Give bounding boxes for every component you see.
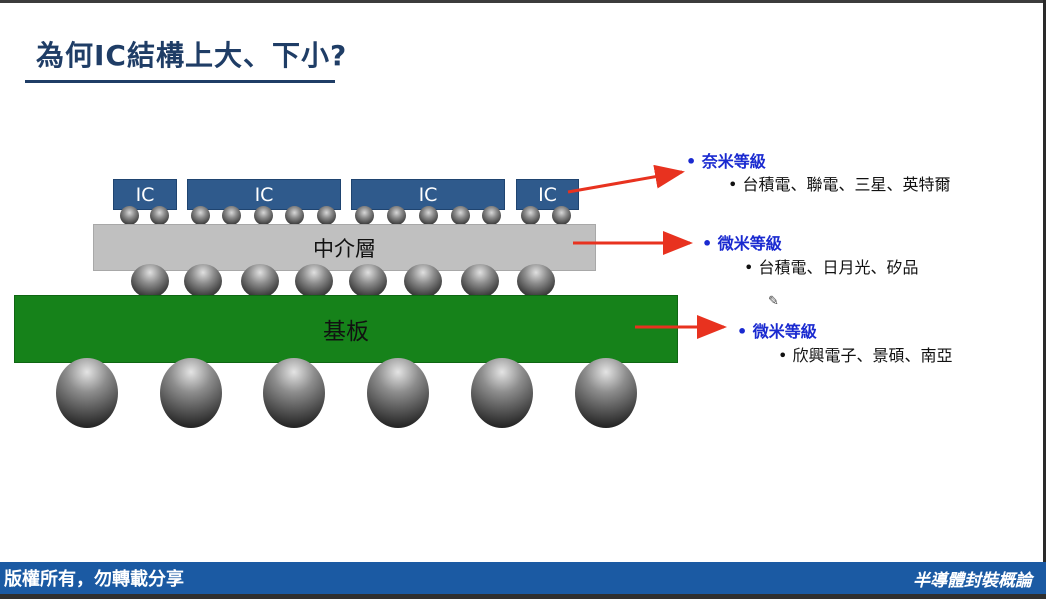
c4-bump <box>517 264 555 298</box>
micro-bump <box>387 206 406 225</box>
c4-bump <box>295 264 333 298</box>
bga-ball <box>263 358 325 428</box>
micro-bump <box>222 206 241 225</box>
micro-bump <box>191 206 210 225</box>
window-bottom-border <box>0 594 1046 599</box>
ic-chip-4: IC <box>516 179 579 210</box>
window-top-border <box>0 0 1046 3</box>
footer-copyright: 版權所有，勿轉載分享 <box>4 569 184 590</box>
substrate-label: 基板 <box>323 319 369 345</box>
bga-ball <box>471 358 533 428</box>
companies-nano: • 台積電、聯電、三星、英特爾 <box>728 175 951 194</box>
bga-ball <box>56 358 118 428</box>
bga-ball <box>160 358 222 428</box>
c4-bump <box>131 264 169 298</box>
micro-bump <box>521 206 540 225</box>
c4-bump <box>404 264 442 298</box>
pencil-cursor-icon: ✎ <box>768 294 779 309</box>
footer-course-title: 半導體封裝概論 <box>913 570 1032 591</box>
substrate-layer: 基板 <box>14 295 678 363</box>
bga-ball <box>367 358 429 428</box>
level-label-micro-interposer: • 微米等級 <box>702 234 782 253</box>
interposer-layer: 中介層 <box>93 224 596 271</box>
companies-micro-substrate: • 欣興電子、景碩、南亞 <box>778 346 953 365</box>
bga-ball <box>575 358 637 428</box>
c4-bump <box>349 264 387 298</box>
micro-bump <box>419 206 438 225</box>
micro-bump <box>150 206 169 225</box>
c4-bump <box>241 264 279 298</box>
micro-bump <box>285 206 304 225</box>
micro-bump <box>254 206 273 225</box>
ic-chip-1: IC <box>113 179 177 210</box>
arrow-ic-to-nano <box>567 164 685 194</box>
micro-bump <box>482 206 501 225</box>
micro-bump <box>317 206 336 225</box>
micro-bump <box>120 206 139 225</box>
interposer-label: 中介層 <box>313 236 376 261</box>
level-label-micro-substrate: • 微米等級 <box>737 322 817 341</box>
ic-chip-2: IC <box>187 179 341 210</box>
micro-bump <box>451 206 470 225</box>
window-right-border <box>1043 0 1046 599</box>
title-underline <box>25 80 335 83</box>
footer-bar: 版權所有，勿轉載分享 半導體封裝概論 <box>0 562 1046 594</box>
level-label-nano: • 奈米等級 <box>686 152 766 171</box>
companies-micro-interposer: • 台積電、日月光、矽品 <box>744 258 919 277</box>
micro-bump <box>355 206 374 225</box>
slide-title: 為何IC結構上大、下小? <box>36 39 348 72</box>
c4-bump <box>184 264 222 298</box>
c4-bump <box>461 264 499 298</box>
micro-bump <box>552 206 571 225</box>
